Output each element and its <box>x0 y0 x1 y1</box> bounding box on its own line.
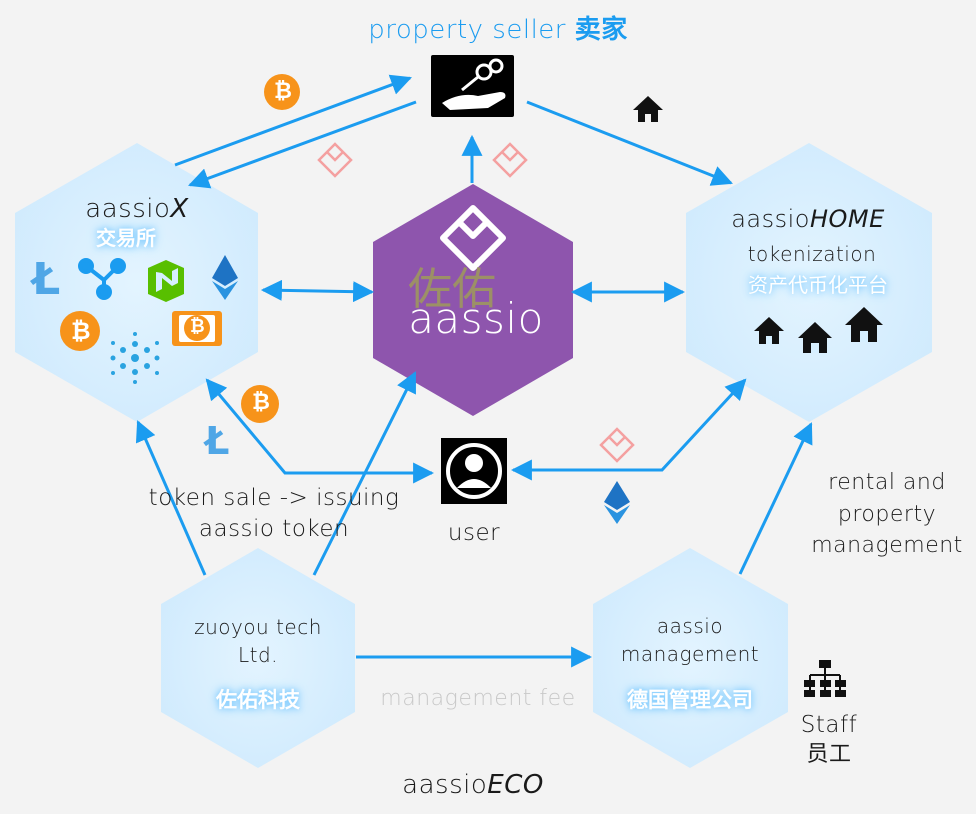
arrow-home-user <box>510 378 747 481</box>
eco-title-prefix: aassio <box>402 770 488 800</box>
management-fee-label: management fee <box>380 686 576 711</box>
staff-label: Staff <box>800 712 858 738</box>
pink-diamond-icon <box>599 427 635 463</box>
arrow-management-to-home <box>738 422 813 575</box>
house-icon <box>798 322 832 353</box>
bitcoin-icon <box>241 385 279 423</box>
arrow-seller-to-exchange <box>188 100 417 189</box>
arrow-center-exchange <box>260 279 375 303</box>
center-brand: aassio <box>408 294 544 343</box>
litecoin-icon: Ł <box>205 419 230 463</box>
zuoyou-cn: 佐佑科技 <box>216 688 300 712</box>
home-subtitle-cn: 资产代币化平台 <box>748 273 888 297</box>
eco-title-suffix: ECO <box>487 770 544 800</box>
ethereum-icon <box>212 255 238 300</box>
pink-diamond-icon <box>317 142 353 178</box>
neo-icon <box>148 260 184 302</box>
home-title: aassioHOME <box>731 207 885 231</box>
user-avatar-icon <box>441 438 507 504</box>
arrow-zuoyou-to-exchange <box>135 420 207 576</box>
token-sale-label-line2: aassio token <box>198 516 350 542</box>
house-icon <box>845 307 883 342</box>
litecoin-icon: Ł <box>32 254 61 305</box>
exchange-hexagon <box>15 143 258 422</box>
exchange-title: aassioX <box>85 196 188 222</box>
staff-label-cn: 员工 <box>806 742 852 767</box>
home-title-prefix: aassio <box>731 205 810 233</box>
management-cn: 德国管理公司 <box>627 688 753 712</box>
token-sale-label-line1: token sale -> issuing <box>148 485 400 511</box>
hand-keys-icon <box>431 55 514 117</box>
ripple-icon <box>78 258 126 300</box>
aassio-logo-icon <box>440 205 506 271</box>
seller-label-en: property seller <box>368 15 566 45</box>
arrow-exchange-user <box>205 378 435 484</box>
seller-label-cn: 卖家 <box>574 15 628 45</box>
bitcoin-icon <box>60 311 100 351</box>
user-label: user <box>447 520 501 546</box>
bitcoin-cash-symbol: ₿ <box>190 316 205 337</box>
eco-title: aassioECO <box>402 772 544 798</box>
home-title-suffix: HOME <box>809 205 885 233</box>
pink-diamond-icon <box>492 142 528 178</box>
management-line2: management <box>620 642 760 666</box>
ethereum-icon <box>604 481 630 524</box>
bitcoin-icon <box>264 74 300 110</box>
home-hexagon <box>686 143 932 422</box>
center-brand-cn: 佐佑 <box>408 264 496 315</box>
bitcoin-symbol: ₿ <box>274 79 292 104</box>
cardano-icon <box>110 332 160 384</box>
exchange-subtitle-cn: 交易所 <box>96 226 156 250</box>
center-hexagon <box>373 184 573 416</box>
house-icon <box>633 96 663 122</box>
house-icon <box>754 317 784 344</box>
rental-label-line1: rental and <box>828 470 946 495</box>
zuoyou-line1: zuoyou tech <box>194 615 322 639</box>
management-line1: aassio <box>656 614 724 638</box>
zuoyou-line2: Ltd. <box>237 643 279 667</box>
seller-label: property seller 卖家 <box>368 17 628 43</box>
bitcoin-symbol: ₿ <box>252 390 270 415</box>
exchange-title-prefix: aassio <box>85 194 171 224</box>
rental-label-line2: property <box>837 502 937 527</box>
zuoyou-hexagon <box>161 548 355 768</box>
home-tokenization: tokenization <box>747 242 877 266</box>
arrow-seller-to-home <box>526 100 733 186</box>
exchange-title-suffix: X <box>170 194 189 224</box>
arrow-zuoyou-to-center <box>312 371 417 576</box>
arrow-exchange-to-seller <box>174 74 412 167</box>
rental-label-line3: management <box>811 533 963 558</box>
bitcoin-cash-icon <box>172 311 222 346</box>
management-hexagon <box>593 548 788 768</box>
org-chart-icon <box>804 660 846 697</box>
bitcoin-symbol: ₿ <box>71 317 91 345</box>
